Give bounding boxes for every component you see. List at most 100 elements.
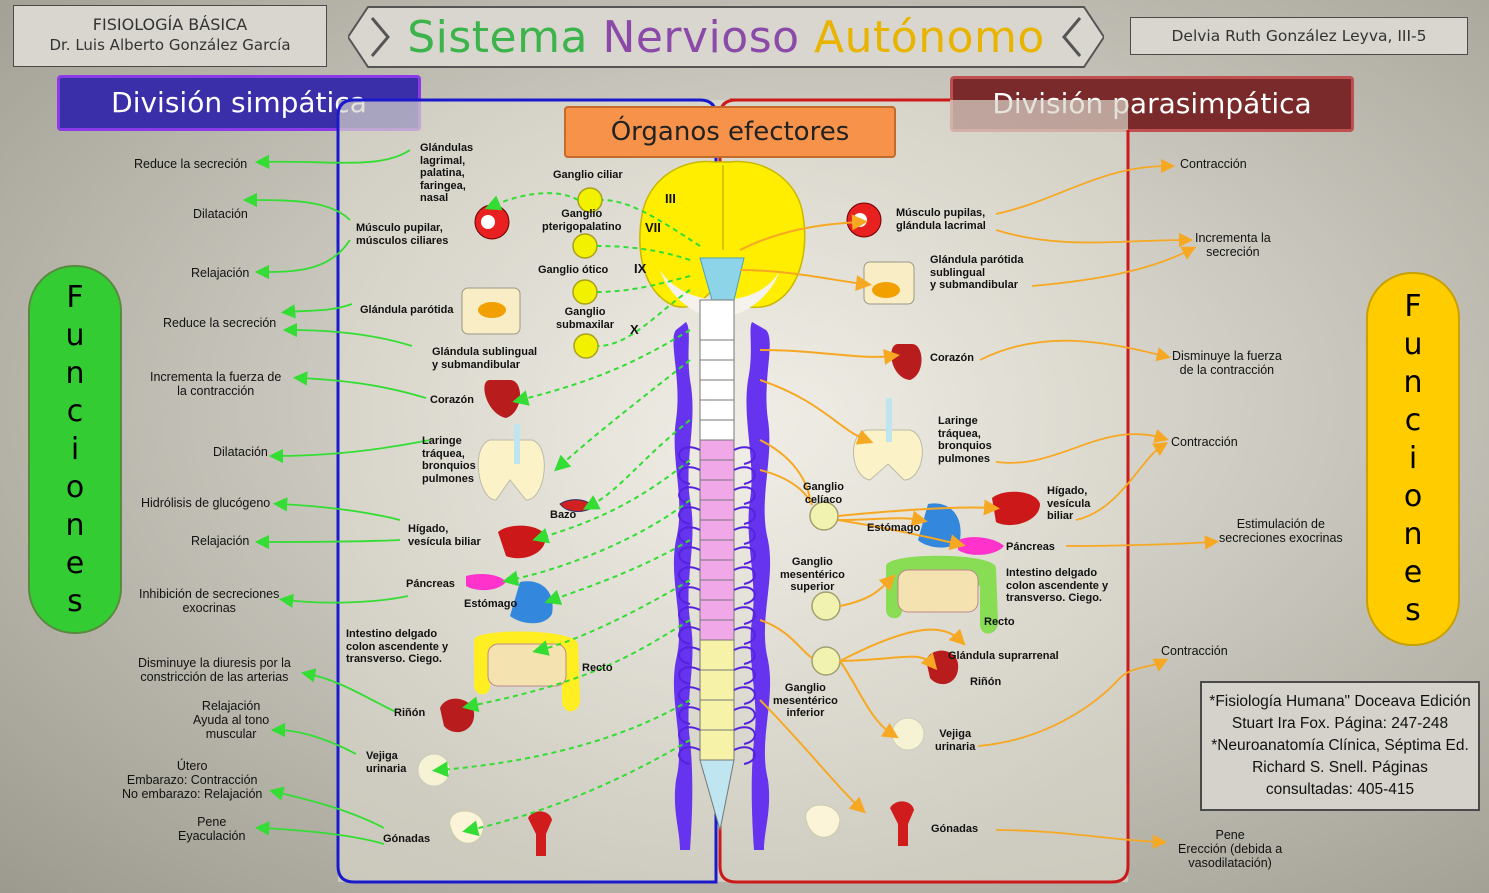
spinal-nerves-right xyxy=(733,446,756,765)
symp-organ-label: Intestino delgado colon ascendente y tra… xyxy=(346,628,449,665)
left-ganglia xyxy=(572,187,603,359)
parasymp-function: Pene Erección (debida a vasodilatación) xyxy=(1178,828,1283,870)
funciones-left-letter: s xyxy=(67,583,83,619)
symp-function: Reduce la secreción xyxy=(163,316,277,330)
ganglion-label: Estómago xyxy=(867,522,921,534)
cranial-nerve-label: IX xyxy=(634,261,647,276)
student-name: Delvia Ruth González Leyva, III-5 xyxy=(1171,27,1427,45)
symp-organ-label: Bazo xyxy=(550,509,577,521)
parasymp-function: Contracción xyxy=(1180,157,1247,171)
symp-organ-label: Riñón xyxy=(394,707,426,719)
sympathetic-connections xyxy=(432,192,701,837)
reference-line: Stuart Ira Fox. Página: 247-248 xyxy=(1231,715,1449,732)
reference-line: *Fisiología Humana" Doceava Edición xyxy=(1209,693,1471,710)
funciones-right-letter: e xyxy=(1403,555,1423,590)
cranial-nerve-label: III xyxy=(665,191,676,206)
reference-line: *Neuroanatomía Clínica, Séptima Ed. xyxy=(1211,737,1469,754)
symp-organ-label: Hígado, vesícula biliar xyxy=(408,523,481,548)
funciones-right-pill: F u n c i o n e s xyxy=(1366,272,1460,646)
parasymp-organ-label: Laringe tráquea, bronquios pulmones xyxy=(938,415,992,465)
parasymp-organ-label: Páncreas xyxy=(1006,541,1055,553)
parasymp-organ-label: Glándula parótida sublingual y submandib… xyxy=(930,254,1024,291)
funciones-right-letter: s xyxy=(1405,593,1421,628)
symp-organ-label: Páncreas xyxy=(406,578,455,590)
reference-line: Richard S. Snell. Páginas xyxy=(1252,759,1428,776)
symp-function: Pene Eyaculación xyxy=(178,815,246,843)
symp-organ-label: Glándulas lagrimal, palatina, faringea, … xyxy=(420,142,474,204)
page-title: Sistema Nervioso Autónomo xyxy=(348,12,1104,63)
symp-function: Disminuye la diuresis por la constricció… xyxy=(138,656,291,684)
title-word-3: Autónomo xyxy=(814,12,1045,63)
symp-function: Dilatación xyxy=(213,445,268,459)
funciones-left-letter: n xyxy=(65,507,85,543)
symp-function: Incrementa la fuerza de la contracción xyxy=(150,370,282,398)
title-word-1: Sistema xyxy=(407,12,588,63)
course-info-box: FISIOLOGÍA BÁSICA Dr. Luis Alberto Gonzá… xyxy=(13,5,327,67)
parasymp-organ-label: Músculo pupilas, glándula lacrimal xyxy=(896,207,986,232)
funciones-right-letter: c xyxy=(1404,403,1422,438)
symp-function: Dilatación xyxy=(193,207,248,221)
symp-organ-label: Vejiga urinaria xyxy=(366,750,407,775)
parasympathetic-connections xyxy=(739,214,1000,814)
symp-organ-label: Gónadas xyxy=(383,833,431,845)
symp-function: Inhibición de secreciones exocrinas xyxy=(139,587,280,615)
parasymp-organ-label: Intestino delgado colon ascendente y tra… xyxy=(1006,567,1109,604)
parasymp-organ-label: Vejiga urinaria xyxy=(935,728,976,753)
funciones-left-letter: c xyxy=(66,393,84,429)
symp-organ-label: Recto xyxy=(582,662,613,674)
parasymp-function: Estimulación de secreciones exocrinas xyxy=(1219,517,1343,545)
parasympathetic-border xyxy=(718,98,1130,884)
parasymp-organ-label: Glándula suprarrenal xyxy=(948,650,1059,662)
funciones-left-letter: n xyxy=(65,355,85,391)
ganglion-label: Ganglio ótico xyxy=(538,264,609,276)
parasymp-function: Incrementa la secreción xyxy=(1195,231,1271,259)
parasymp-organ-label: Riñón xyxy=(970,676,1002,688)
symp-function: Hidrólisis de glucógeno xyxy=(141,496,271,510)
symp-organ-label: Corazón xyxy=(430,394,474,406)
funciones-left-letter: i xyxy=(70,431,80,467)
funciones-left-letter: o xyxy=(65,469,85,505)
parasymp-organ-label: Corazón xyxy=(930,352,974,364)
funciones-right-letter: o xyxy=(1403,479,1423,514)
symp-organ-label: Glándula parótida xyxy=(360,304,454,316)
professor-name: Dr. Luis Alberto González García xyxy=(49,36,291,54)
course-name: FISIOLOGÍA BÁSICA xyxy=(92,15,248,34)
sympathetic-border xyxy=(336,98,718,884)
symp-organ-label: Músculo pupilar, músculos ciliares xyxy=(356,222,449,247)
funciones-left-pill: F u n c i o n e s xyxy=(28,265,122,634)
symp-function: Relajación xyxy=(191,534,250,548)
parasymp-organ-label: Recto xyxy=(984,616,1015,628)
funciones-left-letter: u xyxy=(65,317,85,353)
funciones-left-letter: F xyxy=(66,279,84,315)
parasymp-function: Contracción xyxy=(1161,644,1228,658)
ganglion-label: Ganglio mesentérico inferior xyxy=(773,682,838,719)
references-box: *Fisiología Humana" Doceava Edición Stua… xyxy=(1200,681,1480,811)
title-word-2: Nervioso xyxy=(602,12,800,63)
brain xyxy=(639,160,806,318)
reference-line: consultadas: 405-415 xyxy=(1265,781,1415,798)
cranial-nerve-label: X xyxy=(630,322,639,337)
banner-shape xyxy=(348,6,1104,68)
right-function-arrows xyxy=(977,158,1220,849)
effector-organs-header: Órganos efectores xyxy=(564,106,896,158)
spinal-nerves-left xyxy=(678,446,701,765)
symp-organ-label: Laringe tráquea, bronquios pulmones xyxy=(422,435,476,485)
symp-function: Relajación Ayuda al tono muscular xyxy=(193,699,270,741)
funciones-right-letter: F xyxy=(1404,289,1422,324)
parasymp-organ-label: Hígado, vesícula biliar xyxy=(1047,485,1091,522)
funciones-right-letter: u xyxy=(1403,327,1423,362)
student-info-box: Delvia Ruth González Leyva, III-5 xyxy=(1130,17,1468,55)
funciones-left-letter: e xyxy=(65,545,85,581)
cranial-nerve-label: VII xyxy=(645,220,661,235)
symp-organ-label: Estómago xyxy=(464,598,518,610)
symp-organ-label: Glándula sublingual y submandibular xyxy=(432,346,538,371)
symp-function: Reduce la secreción xyxy=(134,157,248,171)
ganglion-label: Ganglio ciliar xyxy=(553,169,623,181)
ganglion-label: Ganglio submaxilar xyxy=(556,306,615,331)
spine-segments xyxy=(700,359,734,731)
left-function-arrows xyxy=(242,149,431,845)
title-banner: Sistema Nervioso Autónomo xyxy=(348,6,1104,68)
ganglion-label: Ganglio mesentérico superior xyxy=(780,556,845,593)
funciones-right-letter: n xyxy=(1403,517,1423,552)
